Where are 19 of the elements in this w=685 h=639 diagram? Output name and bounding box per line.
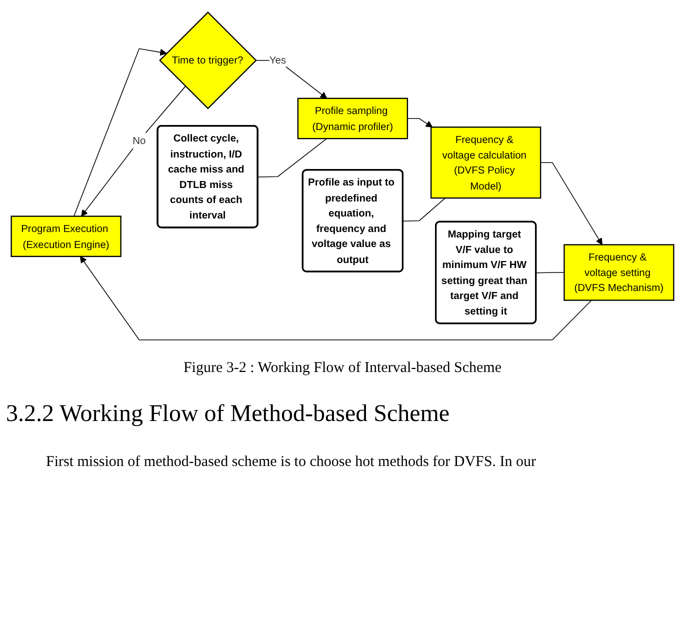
- node-box: Profile sampling (Dynamic profiler): [297, 98, 408, 140]
- node-diamond: Time to trigger?: [159, 11, 257, 110]
- arrow: [80, 256, 592, 340]
- node-box: Frequency & voltage setting (DVFS Mechanism): [564, 244, 674, 301]
- arrow: [81, 86, 186, 217]
- section-heading: 3.2.2 Working Flow of Method-based Scheme: [6, 401, 450, 428]
- arrow: [74, 48, 167, 217]
- edge-label: No: [132, 134, 146, 146]
- connector: [402, 198, 446, 222]
- arrow: [540, 162, 602, 246]
- connector: [536, 272, 565, 274]
- node-box: Frequency & voltage calculation (DVFS Policy Model): [430, 126, 542, 199]
- arrow: [407, 118, 433, 128]
- node-box: Program Execution (Execution Engine): [10, 216, 122, 258]
- arrow: [255, 60, 328, 99]
- connector: [258, 138, 328, 178]
- edge-label: Yes: [269, 54, 286, 66]
- figure-caption: Figure 3-2 : Working Flow of Interval-based Scheme: [183, 360, 502, 378]
- body-text: First mission of method-based scheme is to choose hot methods for DVFS. In our: [46, 454, 536, 472]
